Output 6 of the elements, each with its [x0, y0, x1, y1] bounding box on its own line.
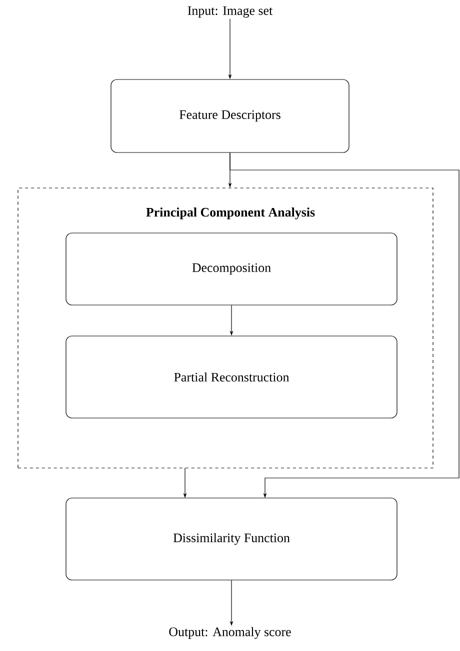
io-label: Output: Anomaly score	[169, 627, 291, 639]
process-box: Partial Reconstruction	[66, 336, 398, 418]
process-box: Decomposition	[66, 232, 398, 306]
process-box: Feature Descriptors	[110, 79, 350, 153]
io-label: Input: Image set	[188, 6, 273, 18]
process-box: Dissimilarity Function	[66, 498, 398, 580]
